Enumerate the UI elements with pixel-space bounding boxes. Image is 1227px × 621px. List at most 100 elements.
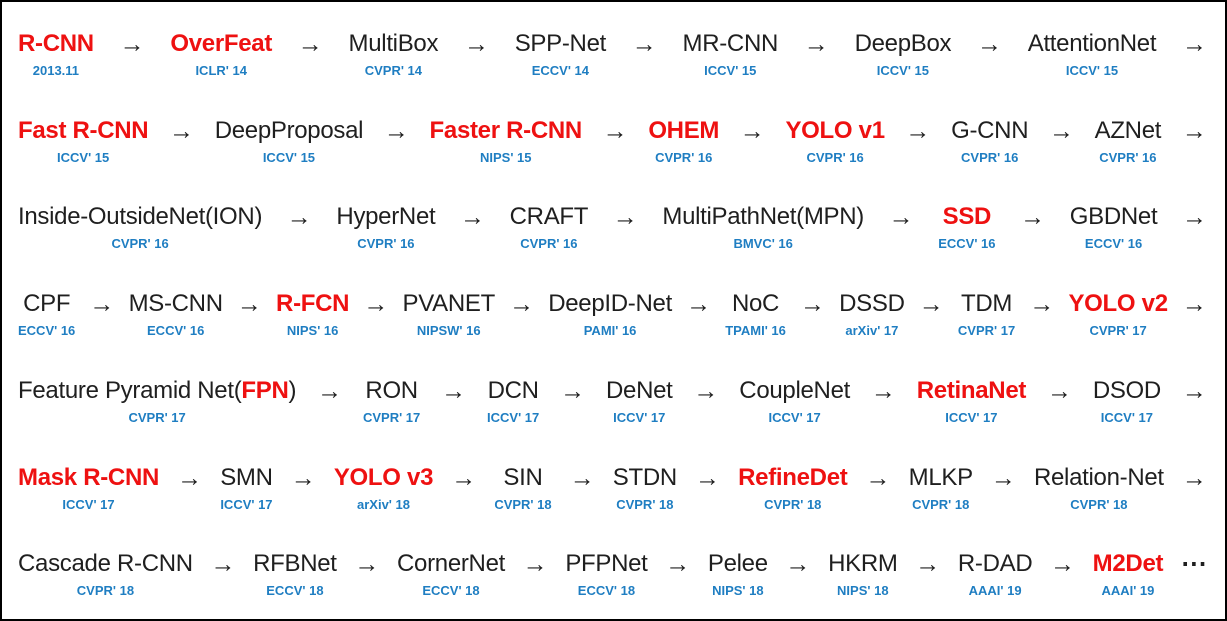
model-name-text: MLKP	[908, 463, 973, 491]
model-name-text: RFBNet	[253, 550, 337, 578]
model-name: Relation-Net	[1034, 462, 1164, 494]
arrow-right-icon: →	[169, 116, 195, 145]
arrow-right-icon: →	[1181, 376, 1207, 405]
model-name-text: HKRM	[828, 550, 898, 578]
venue-label: ICCV' 17	[613, 409, 666, 425]
model-name-highlight-part: FPN	[241, 376, 289, 404]
model-name-text: CornerNet	[397, 550, 506, 578]
venue-label: ICLR' 14	[195, 63, 247, 78]
venue-label: ECCV' 14	[531, 63, 589, 78]
venue-label: ICCV' 17	[487, 409, 540, 425]
model-name-text: Fast R-CNN	[18, 116, 149, 144]
model-node: Mask R-CNN ICCV' 17	[18, 462, 159, 513]
model-name: SMN	[220, 462, 273, 494]
model-name-text: MultiBox	[348, 30, 439, 57]
arrow-right-icon: →	[451, 463, 477, 492]
model-name: Faster R-CNN	[430, 115, 583, 147]
venue-label: 2013.11	[32, 63, 80, 78]
venue-label: ICCV' 17	[1100, 409, 1153, 425]
model-name: M2Det	[1093, 548, 1164, 580]
venue-label: ICCV' 17	[62, 496, 115, 512]
venue-label: arXiv' 18	[357, 496, 410, 512]
model-name: AttentionNet	[1027, 28, 1157, 60]
arrow-right-icon: →	[460, 203, 485, 232]
arrow-right-icon: →	[739, 116, 765, 145]
model-name-text: AttentionNet	[1027, 30, 1157, 57]
model-name-text: RON	[365, 376, 418, 404]
arrow-right-icon: →	[990, 463, 1016, 492]
model-name: SPP-Net	[515, 28, 607, 60]
venue-label: ICCV' 15	[876, 63, 929, 78]
model-name: PVANET	[402, 288, 495, 320]
model-name-text: R-DAD	[957, 550, 1033, 578]
model-name: Mask R-CNN	[18, 462, 159, 494]
model-name-text: YOLO v2	[1068, 290, 1168, 318]
model-node: MR-CNN ICCV' 15	[683, 28, 779, 79]
arrow-right-icon: →	[602, 116, 628, 145]
venue-label: ICCV' 15	[1065, 63, 1119, 78]
arrow-right-icon: →	[888, 203, 914, 232]
arrow-right-icon: →	[569, 463, 595, 492]
model-name: RON	[365, 375, 418, 407]
arrow-right-icon: →	[560, 376, 586, 405]
model-name: CoupleNet	[739, 375, 850, 407]
arrow-right-icon: →	[905, 116, 931, 145]
model-name: Pelee	[708, 548, 768, 580]
venue-label: CVPR' 16	[806, 149, 864, 165]
venue-label: ICCV' 15	[704, 63, 757, 78]
model-name-text: MR-CNN	[682, 30, 779, 57]
arrow-right-icon: →	[317, 376, 343, 405]
model-name: SSD	[942, 201, 992, 233]
model-name: YOLO v1	[785, 115, 885, 147]
model-name-text: PFPNet	[565, 550, 648, 578]
venue-label: CVPR' 18	[1070, 496, 1128, 512]
venue-label: CVPR' 18	[616, 496, 674, 512]
model-name: HyperNet	[336, 201, 435, 233]
venue-label: CVPR' 18	[764, 496, 822, 512]
model-name-text: RetinaNet	[916, 376, 1027, 404]
model-name: MLKP	[909, 462, 973, 494]
arrow-right-icon: →	[210, 550, 236, 579]
venue-label: CVPR' 16	[111, 236, 169, 252]
model-name: PFPNet	[565, 548, 648, 580]
venue-label: CVPR' 16	[1099, 149, 1157, 165]
arrow-right-icon: →	[865, 463, 891, 492]
model-name-text: SSD	[942, 203, 992, 231]
arrow-right-icon: →	[1048, 116, 1074, 145]
model-name: DeepProposal	[215, 115, 364, 147]
venue-label: CVPR' 16	[520, 236, 578, 252]
model-name-text: M2Det	[1092, 550, 1164, 578]
arrow-right-icon: →	[441, 376, 467, 405]
model-name: DeNet	[606, 375, 673, 407]
model-name: CPF	[23, 288, 70, 320]
model-name-text: NoC	[731, 290, 780, 318]
arrow-right-icon: →	[1020, 203, 1046, 232]
arrow-right-icon: →	[1181, 116, 1207, 145]
arrow-right-icon: →	[119, 30, 145, 58]
model-name: YOLO v3	[334, 462, 434, 494]
model-name-text: STDN	[612, 463, 677, 491]
arrow-right-icon: →	[354, 550, 380, 579]
arrow-right-icon: →	[89, 290, 115, 319]
